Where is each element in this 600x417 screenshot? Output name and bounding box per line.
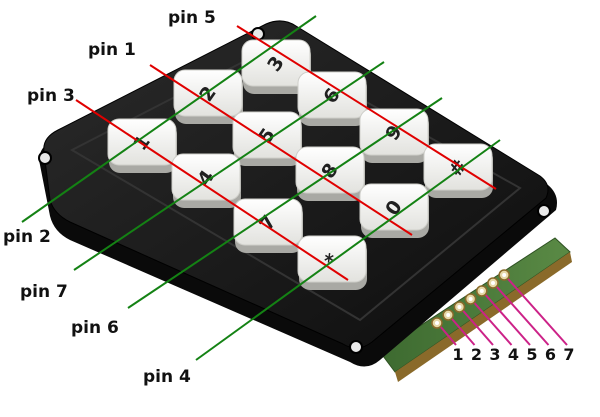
header-hole-5 xyxy=(479,289,484,293)
header-leader-4 xyxy=(472,301,513,346)
header-number-2: 2 xyxy=(471,345,482,364)
header-hole-1 xyxy=(435,321,439,325)
label-pin3: pin 3 xyxy=(27,86,75,106)
key-6[interactable]: 6 xyxy=(297,71,367,126)
row-line-pin1 xyxy=(149,64,413,236)
mounting-holes xyxy=(38,27,551,354)
key-0[interactable]: 0 xyxy=(359,183,429,238)
key-star-face xyxy=(297,235,367,283)
label-pin4: pin 4 xyxy=(143,367,191,387)
key-3[interactable]: 3 xyxy=(241,39,311,94)
header-number-5: 5 xyxy=(526,345,537,364)
key-4-face xyxy=(171,153,241,201)
header-number-1: 1 xyxy=(452,345,463,364)
key-1-face xyxy=(107,118,177,166)
label-pin6: pin 6 xyxy=(71,318,119,338)
header-hole-3 xyxy=(457,305,462,309)
col-line-pin2 xyxy=(21,15,317,223)
header-hole-7 xyxy=(502,273,507,277)
key-9-face xyxy=(359,108,429,156)
row-line-pin5 xyxy=(236,25,497,190)
header-number-4: 4 xyxy=(508,345,519,364)
key-9[interactable]: 9 xyxy=(359,108,429,163)
column-lines xyxy=(21,15,501,361)
header-number-6: 6 xyxy=(545,345,556,364)
key-7-face xyxy=(233,198,303,246)
label-pin2: pin 2 xyxy=(3,227,51,247)
header-number-7: 7 xyxy=(563,345,574,364)
key-6-face xyxy=(297,71,367,119)
header-leader-5 xyxy=(484,293,531,346)
header-hole-6 xyxy=(491,281,495,285)
label-pin1: pin 1 xyxy=(88,40,136,60)
header-hole-4 xyxy=(468,297,473,301)
key-8-face xyxy=(295,146,365,194)
row-line-pin3 xyxy=(75,99,349,281)
header-leader-2 xyxy=(450,317,476,346)
header-leader-6 xyxy=(495,285,550,346)
header-leader-3 xyxy=(461,309,494,346)
header-number-3: 3 xyxy=(489,345,500,364)
key-hash[interactable]: # xyxy=(423,143,493,198)
header-leader-7 xyxy=(506,277,568,346)
header-hole-2 xyxy=(446,313,451,317)
key-star[interactable]: * xyxy=(297,235,367,290)
key-8[interactable]: 8 xyxy=(295,146,365,201)
col-line-pin6 xyxy=(127,97,443,309)
key-2[interactable]: 2 xyxy=(173,69,243,124)
key-5-face xyxy=(232,111,302,159)
key-0-face xyxy=(359,183,429,231)
label-pin7: pin 7 xyxy=(20,282,68,302)
row-lines xyxy=(75,25,497,281)
key-7[interactable]: 7 xyxy=(233,198,303,253)
header-leader-1 xyxy=(439,325,457,346)
key-3-face xyxy=(241,39,311,87)
label-pin5: pin 5 xyxy=(168,8,216,28)
col-line-pin4 xyxy=(195,139,501,361)
col-line-pin7 xyxy=(73,61,385,271)
